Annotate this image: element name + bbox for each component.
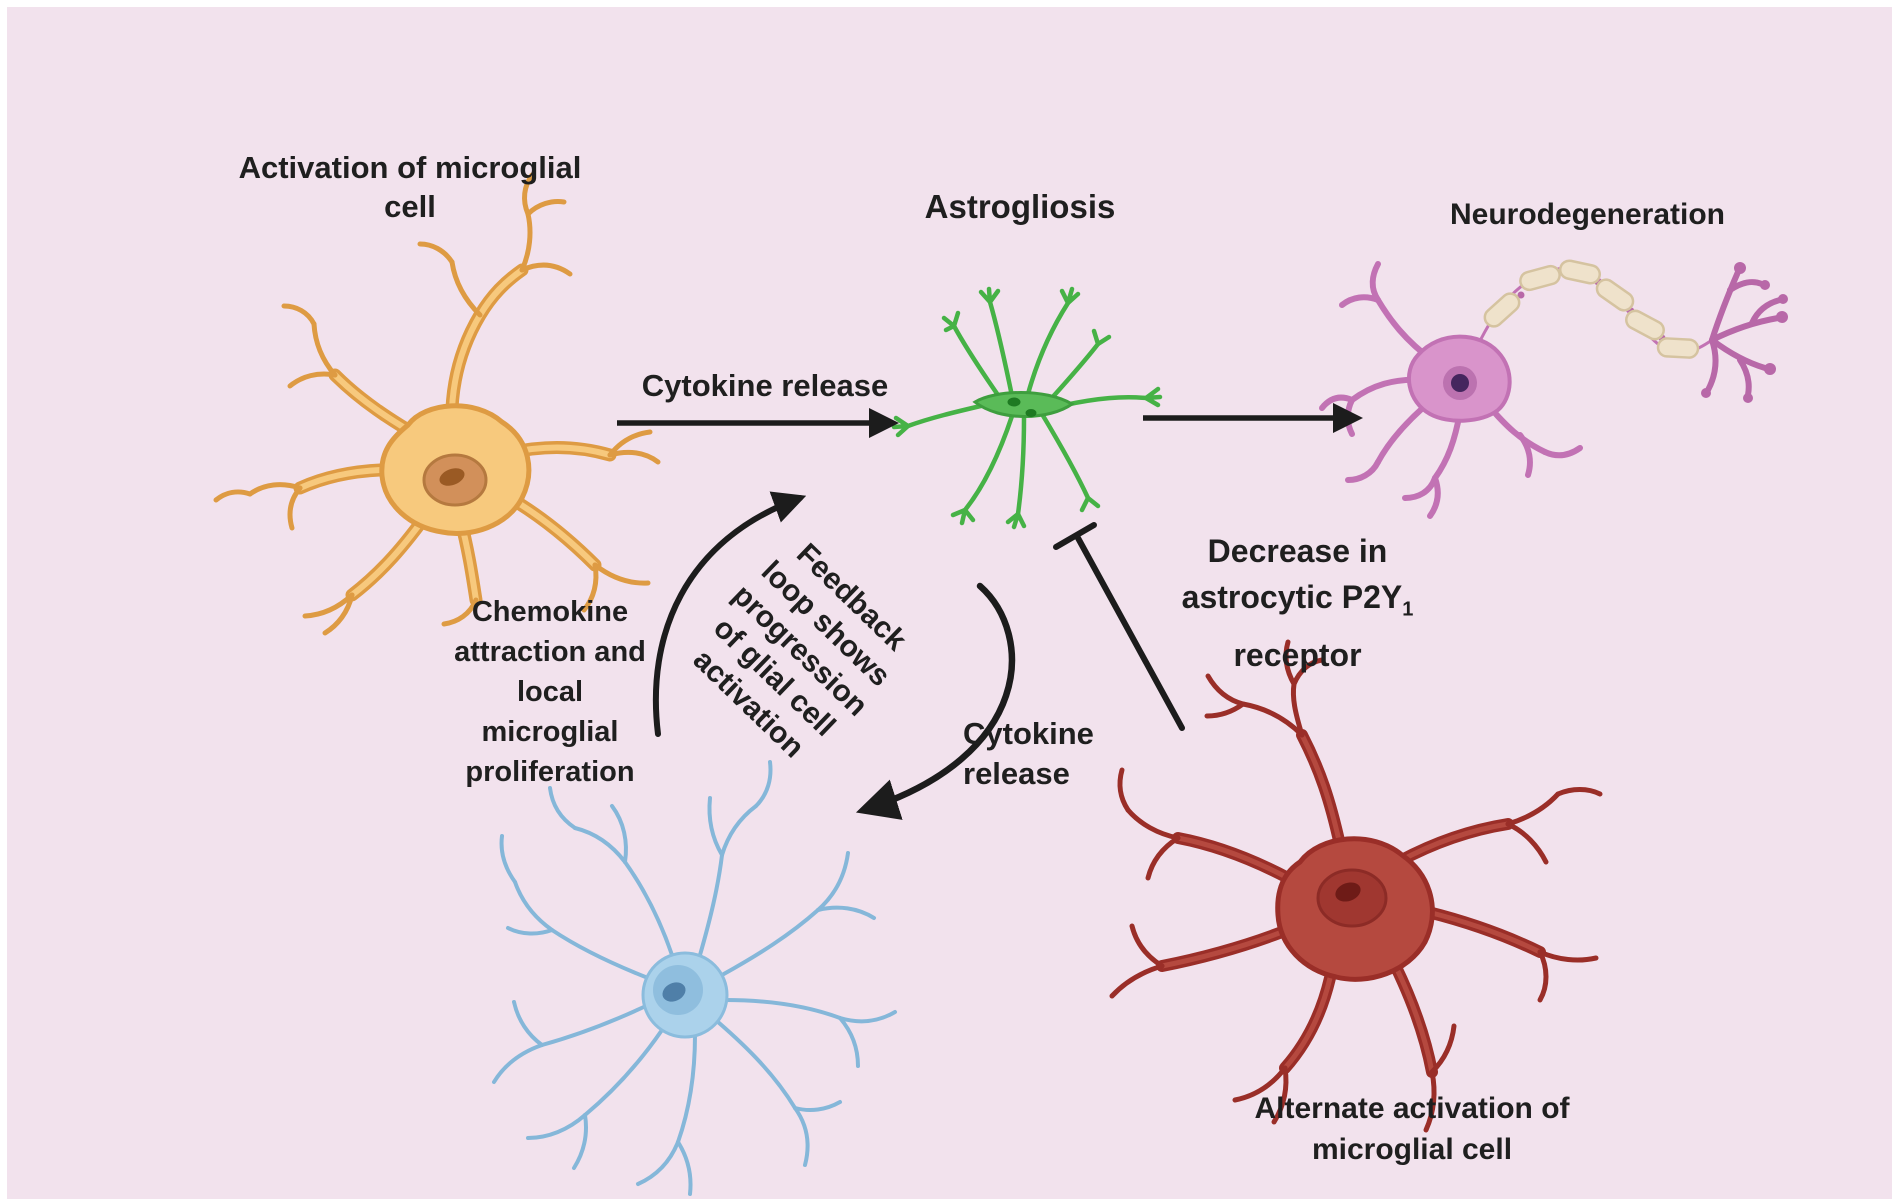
p2y1-receptor-decrease-label: Decrease in astrocytic P2Y1 receptor [1125, 528, 1470, 678]
neuron-illustration [1319, 259, 1788, 519]
label-line: attraction and [454, 636, 646, 668]
label-line: astrocytic P2Y1 [1125, 574, 1470, 632]
label-line: microglial cell [1311, 1133, 1513, 1166]
diagram-background [7, 7, 1892, 1199]
astrogliosis-label: Astrogliosis [860, 188, 1180, 226]
label-line: Cytokine [963, 716, 1094, 751]
label-line: Neurodegeneration [1449, 198, 1726, 231]
label-line: microglial [481, 716, 619, 748]
label-line: release [963, 756, 1070, 791]
label-line: cell [384, 189, 436, 224]
label-line: Decrease in [1207, 533, 1388, 569]
alternate-microglia-cell-illustration [1109, 639, 1603, 1133]
label-line: receptor [1233, 637, 1362, 674]
label-line: Activation of microglial [238, 150, 582, 185]
activation-of-microglial-cell-label: Activation of microglial cell [205, 148, 615, 226]
label-line-part: astrocytic P2Y [1181, 579, 1403, 615]
label-line: Astrogliosis [924, 188, 1116, 225]
label-line: local [516, 676, 584, 708]
alternate-activation-label: Alternate activation of microglial cell [1212, 1088, 1612, 1170]
label-line: Alternate activation of [1254, 1092, 1570, 1125]
feedback-loop-arrow-down [855, 582, 1016, 820]
inhibition-tbar-arrow [1053, 522, 1185, 731]
label-line: Cytokine release [641, 368, 889, 403]
cytokine-release-label: Cytokine release [600, 368, 930, 404]
ramified-microglia-cell-illustration [492, 760, 897, 1196]
neurodegeneration-label: Neurodegeneration [1415, 198, 1760, 232]
label-line: Chemokine [471, 596, 629, 628]
astrocyte-cell-illustration [891, 286, 1163, 530]
feedback-loop-arrow-up [652, 491, 807, 737]
cytokine-release-loop-label: Cytokine release [963, 714, 1183, 794]
label-line: proliferation [465, 756, 635, 788]
subscript-one: 1 [1402, 598, 1414, 621]
activated-microglia-cell-illustration [213, 172, 661, 636]
chemokine-attraction-label: Chemokine attraction and local microglia… [400, 592, 700, 792]
